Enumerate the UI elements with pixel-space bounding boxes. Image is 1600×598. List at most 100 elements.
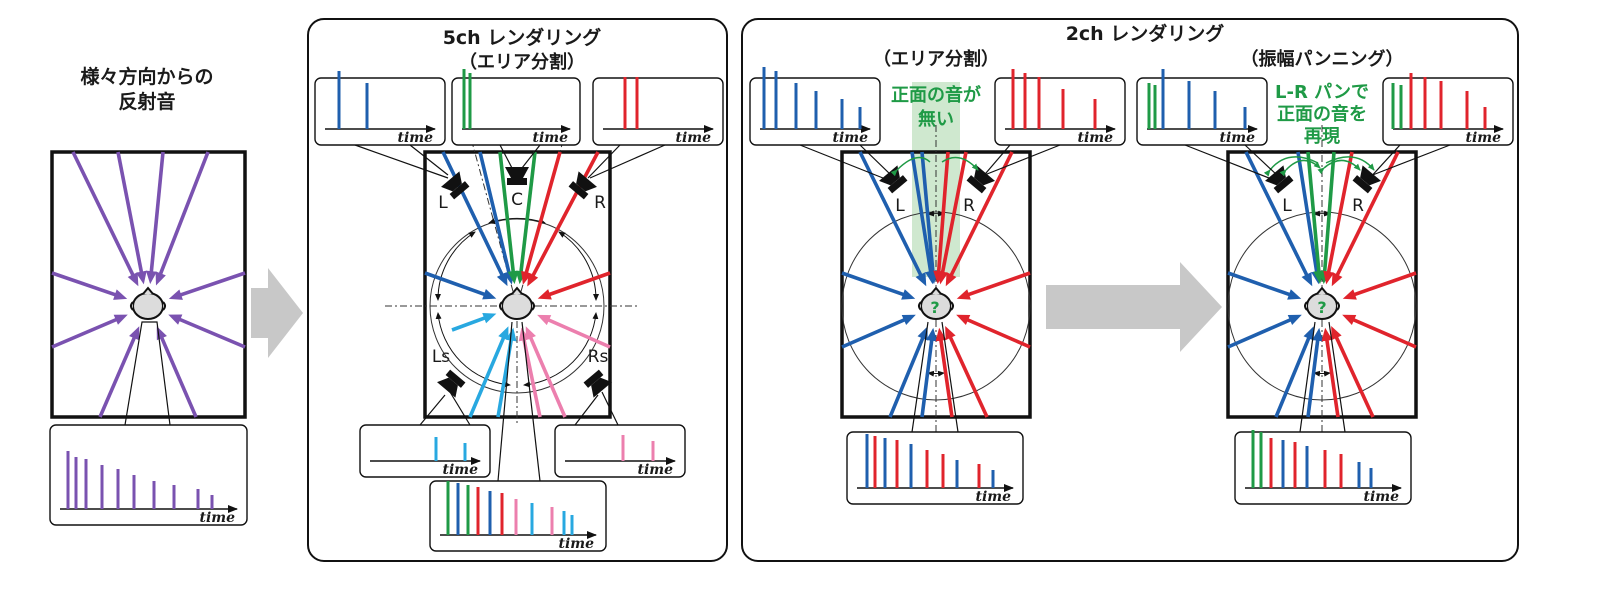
reflection-arrow-left-5 (180, 273, 245, 295)
speaker-icon-c-5ch-box (507, 178, 527, 185)
speaker-icon-rs-5ch (582, 368, 612, 397)
reflection-arrow-left-4 (52, 273, 116, 295)
speaker-label-r-5ch: R (594, 193, 606, 213)
reflection-arrow-left-9 (161, 337, 196, 417)
reflection-arrow-left-0 (73, 152, 133, 275)
reflection-arrow-2ch-a-10 (890, 337, 923, 417)
head-icon-2ch-b-ear-left (1305, 302, 1307, 310)
timeline-c-5ch-axis-label: time (532, 130, 568, 146)
timeline-l-2ch-b-axis-label: time (1219, 130, 1255, 146)
head-icon-5ch-nose (512, 288, 522, 294)
reflection-arrow-2ch-b-8 (1228, 320, 1291, 347)
reflection-arrow-2ch-a-7-head (957, 289, 971, 299)
panel-2ch-sub-left: （エリア分割） (873, 48, 999, 70)
reflection-arrow-left-2 (151, 152, 163, 272)
reflection-arrow-2ch-b-0 (1246, 152, 1307, 276)
reflection-arrow-2ch-b-11 (1308, 340, 1318, 417)
note-no-front-line1: 正面の音が (891, 84, 981, 106)
speaker-label-l-5ch: L (438, 193, 448, 213)
panel-2ch-title: 2ch レンダリング (1066, 22, 1225, 45)
head-question-mark-b: ? (1317, 298, 1326, 317)
speaker-icon-l-2ch-a (879, 165, 909, 194)
note-pan-line2: 正面の音を (1277, 103, 1367, 125)
timeline-rs-5ch-axis-label: time (637, 462, 673, 478)
reflection-arrow-5ch-7-head (538, 289, 552, 299)
reflection-arrow-left-5-head (169, 290, 183, 300)
speaker-label-r-2ch-b: R (1352, 196, 1364, 216)
reflection-arrow-2ch-a-6-head (901, 289, 915, 299)
connector-r-2ch-a-2 (982, 145, 1060, 176)
reflection-arrow-left-7 (179, 319, 245, 347)
connector-r-5ch-b (590, 145, 665, 178)
reflection-arrow-5ch-13 (548, 320, 610, 347)
reflection-arrow-2ch-b-7-head (1343, 289, 1357, 299)
connector-l-5ch-a (355, 145, 448, 178)
left-title-line2: 反射音 (118, 90, 175, 113)
head-icon-5ch-face (502, 293, 532, 319)
head-icon-2ch-b-ear-right (1337, 302, 1339, 310)
reflection-arrow-left-3-head (156, 271, 166, 285)
reflection-arrow-5ch-8 (452, 318, 485, 330)
reflection-arrow-2ch-b-9 (1353, 320, 1416, 347)
head-icon-2ch-b-nose (1317, 288, 1327, 294)
timeline-l-5ch-axis-label: time (397, 130, 433, 146)
speaker-label-c-5ch: C (511, 190, 523, 210)
timeline-mix-5ch-axis-label: time (558, 536, 594, 552)
head-icon-2ch-a-nose (931, 288, 941, 294)
timeline-r-2ch-b-axis-label: time (1465, 130, 1501, 146)
reflection-arrow-2ch-a-0 (860, 152, 921, 276)
timeline-mix-2ch-b-axis-label: time (1363, 489, 1399, 505)
reflection-arrow-5ch-1 (480, 152, 509, 273)
reflection-arrow-left-2-head (146, 271, 157, 284)
reflection-arrow-2ch-b-6-head (1287, 289, 1301, 299)
speaker-label-rs-5ch: Rs (588, 347, 609, 367)
head-icon-5ch-ear-left (500, 302, 502, 310)
reflection-arrow-2ch-a-7 (968, 273, 1030, 295)
reflection-arrow-2ch-a-6 (842, 273, 904, 295)
reflection-arrow-5ch-6-head (482, 289, 496, 299)
head-icon-5ch (500, 288, 534, 319)
note-pan-line1: L-R パンで (1275, 82, 1369, 103)
speaker-icon-l-2ch-b (1265, 165, 1295, 194)
timeline-r-2ch-a-axis-label: time (1077, 130, 1113, 146)
head-icon-left-nose (143, 288, 153, 294)
panel-5ch-subtitle: （エリア分割） (459, 51, 585, 73)
head-icon-2ch-a-ear-right (951, 302, 953, 310)
speaker-icon-ls-5ch (437, 368, 467, 397)
reflection-arrow-5ch-6 (425, 273, 485, 295)
head-icon-left-face (133, 293, 163, 319)
reflection-arrow-left-8 (100, 337, 135, 417)
connector-c-5ch-b (522, 145, 540, 168)
timeline-ls-5ch-axis-label: time (442, 462, 478, 478)
speaker-icon-c-5ch-cone (505, 167, 529, 178)
reflection-arrow-2ch-a-11-head (926, 328, 937, 342)
reflection-arrow-2ch-b-10-head (1304, 326, 1314, 340)
reflection-arrow-2ch-b-7 (1354, 273, 1416, 295)
panel-2ch-sub-right: （振幅パンニング） (1241, 48, 1404, 70)
timeline-left-axis-label: time (199, 510, 235, 526)
speaker-label-r-2ch-a: R (963, 196, 975, 216)
timeline-l-2ch-a-axis-label: time (832, 130, 868, 146)
head-icon-left-ear-right (163, 302, 165, 310)
connector-ls-5ch-b (450, 392, 470, 425)
reflection-arrow-2ch-b-12 (1327, 340, 1338, 417)
flow-arrow-icon (251, 268, 303, 358)
reflection-arrow-2ch-b-6 (1228, 273, 1290, 295)
head-icon-left-ear-left (131, 302, 133, 310)
speaker-icon-c-5ch (505, 167, 529, 185)
head-question-mark-a: ? (930, 298, 939, 317)
panel-5ch-title: 5ch レンダリング (443, 26, 602, 49)
left-title-line1: 様々方向からの (80, 65, 213, 88)
timeline-mix-2ch-a-axis-label: time (975, 489, 1011, 505)
reflection-arrow-2ch-a-8 (842, 320, 905, 347)
flow-arrow-icon (1046, 262, 1222, 352)
reflection-arrow-left-4-head (113, 289, 127, 299)
reflection-arrow-5ch-12 (530, 337, 565, 417)
speaker-label-l-2ch-a: L (895, 196, 905, 216)
timeline-r-5ch-axis-label: time (675, 130, 711, 146)
speaker-label-ls-5ch: Ls (432, 347, 450, 367)
reflection-arrow-left-3 (160, 152, 208, 274)
connector-rs-5ch-a (575, 395, 598, 425)
head-icon-5ch-ear-right (532, 302, 534, 310)
